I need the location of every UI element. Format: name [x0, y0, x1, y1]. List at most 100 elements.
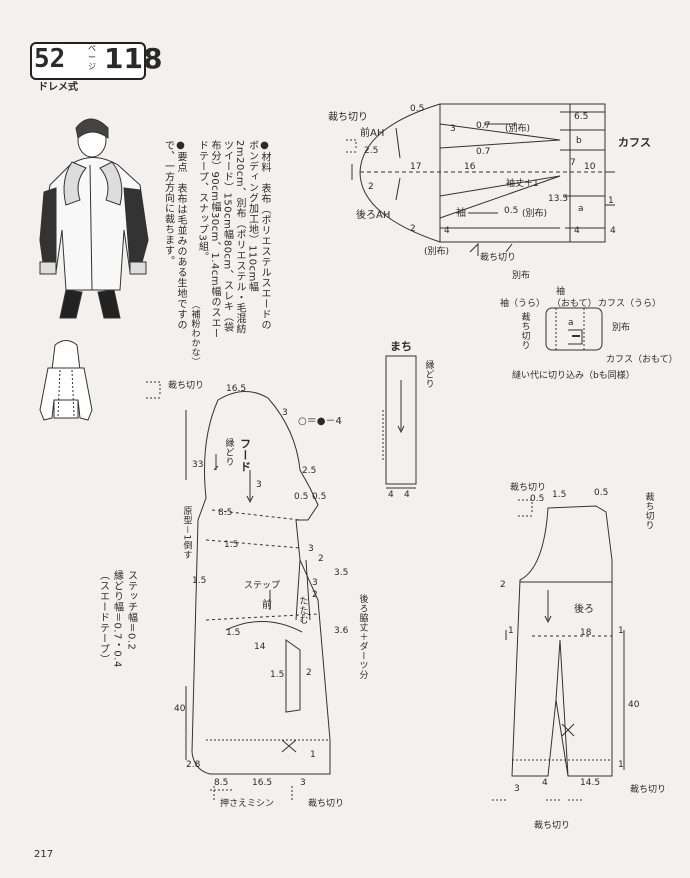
- hood-dim: 3: [312, 578, 318, 588]
- sleeve-dim: 3: [450, 124, 456, 134]
- back-ah-label: 後ろAH: [356, 210, 391, 221]
- hood-step: ステップ: [244, 581, 281, 591]
- back-side-note: 後ろ脇丈＋ダーツ分: [357, 594, 368, 680]
- sleeve-length: 袖丈＋1: [506, 179, 539, 189]
- hood-dim: 1.5: [270, 670, 285, 680]
- back-dim: 14.5: [580, 778, 601, 788]
- hood-dim: 16.5: [226, 384, 247, 394]
- hood-cut2-label: 裁ち切り: [308, 799, 345, 809]
- gusset-pattern: [382, 355, 417, 489]
- back-dim: 18: [580, 628, 592, 638]
- badge-frame: [30, 42, 146, 80]
- hood-dim: 2: [312, 590, 318, 600]
- hood-dim: 8.5: [214, 778, 229, 788]
- gusset-edge: 縁どり: [423, 360, 434, 389]
- hood-dim: 1: [310, 750, 316, 760]
- front-label: 前: [262, 600, 272, 611]
- hood-dim: 33: [192, 460, 204, 470]
- sleeve-dim: 0.5: [410, 104, 425, 114]
- back-dim: 4: [542, 778, 548, 788]
- back-cut2-label: 裁ち切り: [643, 492, 654, 530]
- hood-front-pattern: [146, 381, 331, 800]
- sleeve-dim: 17: [410, 162, 422, 172]
- hood-dim: 2.8: [186, 760, 201, 770]
- back-cut4-label: 裁ち切り: [534, 821, 571, 831]
- sleeve-pattern: [346, 103, 615, 256]
- sleeve-dim: 2: [368, 182, 374, 192]
- hood-dim: 0.5: [294, 492, 309, 502]
- sleeve-b: b: [576, 136, 582, 146]
- cuffs-label: カフス: [618, 136, 651, 149]
- sleeve-betsu: (別布): [505, 124, 531, 134]
- sleeve-betsu3: (別布): [424, 247, 450, 257]
- hood-dim: 1.5: [224, 540, 239, 550]
- hood-cut-label: 裁ち切り: [168, 381, 205, 391]
- detail-cut-label: 裁ち切り: [480, 253, 517, 263]
- detail-omote: （おもて）: [552, 299, 597, 309]
- gusset-dim: 4: [388, 490, 394, 500]
- hood-dim: 14: [254, 642, 266, 652]
- detail-cut2: 裁ち切り: [519, 312, 530, 350]
- sleeve-dim: 7: [570, 158, 576, 168]
- back-dim: 0.5: [594, 488, 609, 498]
- back-dim: 1: [618, 760, 624, 770]
- back-dim: 1.5: [552, 490, 567, 500]
- hood-dim: 3: [308, 544, 314, 554]
- points-text: ●要点 表布は毛並みのある生地ですので、一方方向に裁ちます。: [162, 140, 187, 330]
- back-label: 後ろ: [574, 604, 594, 615]
- tatamu-label: たたむ: [297, 596, 308, 625]
- back-cut3-label: 裁ち切り: [630, 785, 667, 795]
- suede-tape: （スエードテープ）: [97, 570, 109, 665]
- hood-dim: 0.5: [312, 492, 327, 502]
- hood-dim: 2.5: [302, 466, 317, 476]
- sleeve-dim: 0.5: [504, 206, 519, 216]
- back-dim: 1: [508, 626, 514, 636]
- sleeve-cut-label: 裁ち切り: [328, 112, 368, 123]
- hood-dim: 3: [300, 778, 306, 788]
- hood-dim: 3: [256, 480, 262, 490]
- detail-cuff-ura: カフス（うら）: [598, 299, 662, 309]
- detail-sode-ura: 袖（うら）: [500, 299, 546, 309]
- badge-number: 52: [34, 44, 66, 74]
- stitch-width: ステッチ幅＝0.2: [125, 570, 137, 651]
- hood-dim: 3: [282, 408, 288, 418]
- sleeve-betsu2: (別布): [522, 209, 548, 219]
- detail-a: a: [568, 318, 574, 328]
- hood-edge: 縁どり: [223, 438, 234, 467]
- sleeve-dim: 2.5: [364, 146, 379, 156]
- edge-width: 縁どり幅＝0.7・0.4: [111, 570, 123, 668]
- sleeve-a: a: [578, 204, 584, 214]
- sleeve-name: 袖: [456, 208, 466, 219]
- sleeve-dim: 2: [410, 224, 416, 234]
- hood-dim: 3.5: [334, 568, 349, 578]
- back-pattern: [492, 499, 625, 801]
- sleeve-dim: 4: [610, 226, 616, 236]
- sleeve-dim: 6.5: [574, 112, 589, 122]
- badge-sep: ページ: [88, 44, 96, 71]
- hood-dim: 2: [318, 554, 324, 564]
- hood-dim: 40: [174, 704, 186, 714]
- detail-betsu2: 別布: [612, 323, 631, 333]
- detail-betsu: 別布: [512, 271, 531, 281]
- coat-back-illustration: [39, 340, 93, 421]
- back-dim: 1: [618, 626, 624, 636]
- page-number: 217: [34, 849, 54, 860]
- sleeve-dim: 1: [608, 196, 614, 206]
- detail-note: 縫い代に切り込み（bも同様）: [512, 371, 635, 381]
- sleeve-dim: 13.5: [548, 194, 569, 204]
- sleeve-detail: [545, 307, 603, 351]
- hood-label: フード: [238, 438, 252, 473]
- press-stitch-label: 押さえミシン: [220, 799, 275, 809]
- detail-sode: 袖: [556, 287, 566, 297]
- hood-dim: 8.5: [218, 508, 233, 518]
- page-badge: 52 ページ 118: [30, 42, 162, 80]
- hood-dim: 1.5: [226, 628, 241, 638]
- sleeve-dim: 0.7: [476, 121, 491, 131]
- sleeve-dim: 0.7: [476, 147, 491, 157]
- hood-dim: 16.5: [252, 778, 273, 788]
- credit-text: （補粉わかな）: [189, 300, 200, 367]
- front-ah-label: 前AH: [360, 128, 385, 139]
- sleeve-dim: 16: [464, 162, 476, 172]
